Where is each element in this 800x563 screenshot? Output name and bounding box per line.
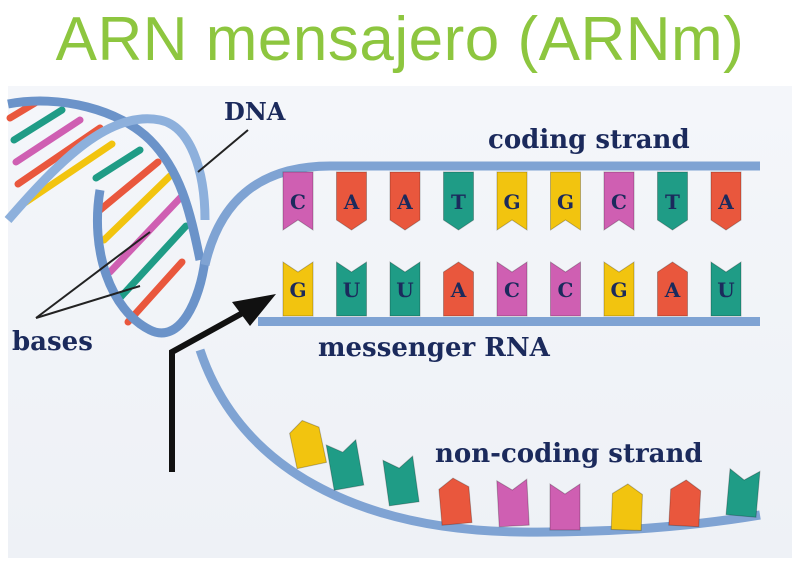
dna-transcription-diagram: C A A T G G C T A G U U A C C G A U DNA coding strand ba… [4, 86, 792, 558]
nucleotide-base [657, 171, 688, 231]
nucleotide-base [710, 261, 742, 317]
nucleotide-base [496, 261, 528, 317]
dna-helix [4, 96, 210, 338]
helix-backbone-lower [92, 189, 210, 338]
base-letter: G [289, 278, 306, 302]
non-coding-base [496, 478, 530, 528]
non-coding-base [610, 483, 643, 532]
base-letter: A [717, 190, 734, 214]
nucleotide-base [282, 261, 314, 317]
nucleotide-base [443, 171, 474, 231]
base-letter: C [504, 278, 520, 302]
non-coding-base [382, 455, 420, 507]
non-coding-strand-bases [289, 419, 761, 532]
nucleotide-base [336, 171, 367, 231]
slide-title: ARN mensajero (ARNm) [55, 5, 745, 74]
helix-base-pairs [6, 96, 190, 326]
non-coding-base [438, 477, 473, 526]
nucleotide-base [710, 171, 742, 231]
non-coding-base [549, 483, 581, 531]
coding-strand-backbone [200, 161, 760, 267]
base-letter: U [343, 278, 360, 302]
base-letter: U [396, 278, 413, 302]
non-coding-base [325, 438, 365, 491]
nucleotide-base [443, 261, 474, 317]
non-coding-base [289, 419, 328, 470]
messenger-rna-label: messenger RNA [318, 333, 551, 363]
nucleotide-base [496, 171, 528, 231]
nucleotide-base [657, 261, 688, 317]
coding-strand-label: coding strand [488, 125, 690, 155]
base-letter: A [396, 190, 413, 214]
bases-leader-line-2 [35, 285, 141, 319]
mrna-backbone [258, 317, 760, 326]
nucleotide-base [389, 171, 421, 231]
bases-leader-line-1 [35, 231, 151, 319]
nucleotide-base [282, 171, 314, 231]
non-coding-base [668, 479, 702, 528]
nucleotide-base [550, 261, 581, 317]
bases-label: bases [12, 327, 93, 357]
base-letter: G [610, 278, 627, 302]
non-coding-base [725, 467, 761, 518]
base-letter: T [665, 190, 680, 214]
nucleotide-base [389, 261, 421, 317]
dna-label: DNA [224, 97, 286, 126]
base-letter: G [557, 190, 574, 214]
base-letter: C [611, 190, 627, 214]
helix-backbone-front [7, 96, 205, 261]
base-letter: C [558, 278, 574, 302]
nucleotide-base [550, 171, 581, 231]
base-letter: C [290, 190, 306, 214]
base-letter: A [664, 278, 681, 302]
dna-leader-line [197, 129, 249, 173]
nucleotide-base [603, 261, 635, 317]
base-letter: U [717, 278, 734, 302]
base-letter: A [450, 278, 467, 302]
base-letter: T [451, 190, 466, 214]
non-coding-strand-label: non-coding strand [435, 439, 703, 469]
nucleotide-base [336, 261, 367, 317]
nucleotide-base [603, 171, 635, 231]
base-letter: G [503, 190, 520, 214]
arrow-icon [169, 294, 276, 472]
base-letter: A [343, 190, 360, 214]
